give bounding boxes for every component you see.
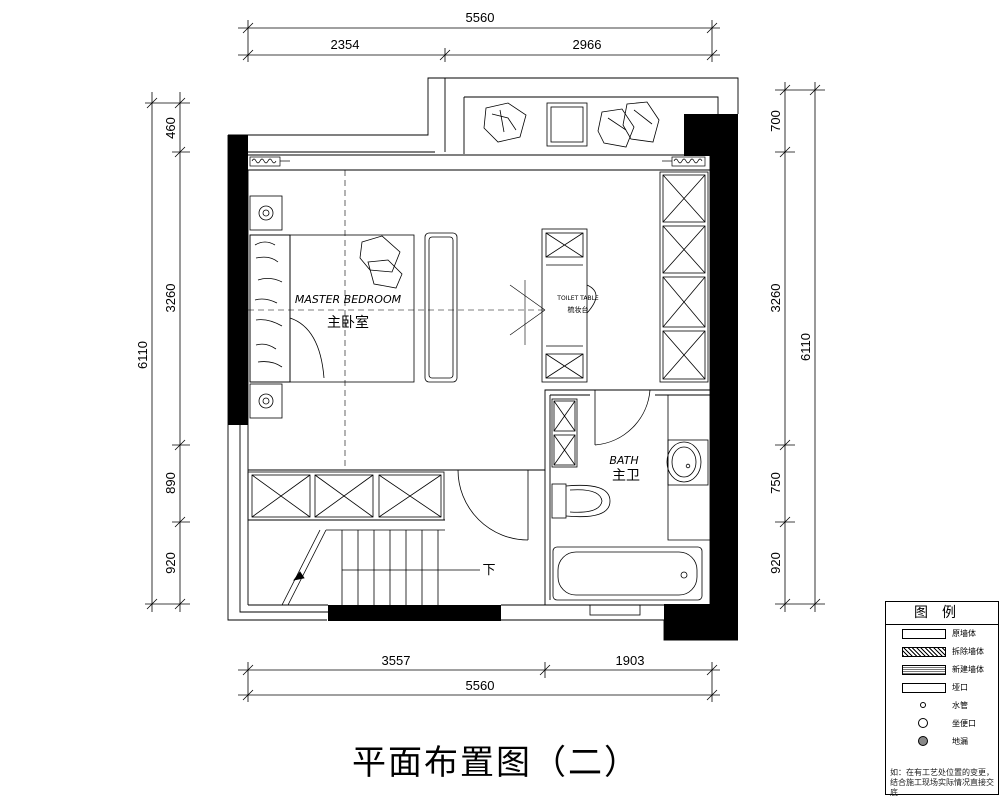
legend-item: 地漏 bbox=[886, 733, 998, 751]
dim-right-3260: 3260 bbox=[768, 284, 783, 313]
balcony-furniture bbox=[483, 101, 660, 148]
outer-wall-outline bbox=[227, 77, 739, 641]
bathroom-fixtures bbox=[551, 395, 710, 616]
dim-top-left: 2354 bbox=[331, 37, 360, 52]
dim-right-700: 700 bbox=[768, 110, 783, 132]
legend-item: 新建墙体 bbox=[886, 661, 998, 679]
toilet-table-label-cn: 梳妆台 bbox=[568, 305, 589, 314]
dim-left-890: 890 bbox=[163, 472, 178, 494]
dresser-and-wardrobes bbox=[247, 171, 709, 521]
legend-item-label: 地漏 bbox=[952, 737, 968, 746]
bath-label-cn: 主卫 bbox=[612, 468, 640, 484]
top-dimension-chain bbox=[238, 20, 720, 62]
hatched-wall-swatch bbox=[902, 647, 946, 657]
bath-label-en: BATH bbox=[609, 454, 638, 467]
bottom-dimension-chain bbox=[238, 662, 720, 702]
legend-item: 水管 bbox=[886, 697, 998, 715]
staircase bbox=[281, 529, 480, 606]
legend-heading: 图例 bbox=[886, 602, 998, 625]
doors bbox=[457, 389, 651, 541]
legend-item: 垭口 bbox=[886, 679, 998, 697]
dim-right-920: 920 bbox=[768, 552, 783, 574]
drawing-title: 平面布置图（二） bbox=[352, 743, 640, 783]
toilet-table-label-en: TOILET TABLE bbox=[556, 295, 599, 302]
legend-item: 原墙体 bbox=[886, 625, 998, 643]
legend-item-label: 坐便口 bbox=[952, 719, 976, 728]
ceiling-light-cross bbox=[509, 280, 546, 345]
bedroom-furniture bbox=[249, 195, 458, 419]
bedroom-label-en: MASTER BEDROOM bbox=[295, 293, 402, 306]
original-walls-solid bbox=[228, 114, 738, 640]
legend-item-label: 原墙体 bbox=[952, 629, 976, 638]
dim-bottom-left: 3557 bbox=[382, 653, 411, 668]
circle-icon bbox=[918, 718, 928, 728]
dim-bottom-right: 1903 bbox=[616, 653, 645, 668]
bedroom-label-cn: 主卧室 bbox=[327, 314, 369, 331]
legend-item-label: 拆除墙体 bbox=[952, 647, 984, 656]
legend-item-label: 垭口 bbox=[952, 683, 968, 692]
stair-down-label: 下 bbox=[482, 563, 495, 578]
right-dimension-chain bbox=[775, 82, 825, 612]
legend-item-label: 新建墙体 bbox=[952, 665, 984, 674]
dim-right-6110: 6110 bbox=[798, 333, 813, 361]
legend-note: 如：在有工艺处位置的变更，结合施工现场实际情况直接交底 bbox=[890, 768, 994, 797]
legend-item: 坐便口 bbox=[886, 715, 998, 733]
dim-right-750: 750 bbox=[768, 472, 783, 494]
dim-left-6110: 6110 bbox=[135, 341, 150, 369]
dim-left-3260: 3260 bbox=[163, 284, 178, 313]
solid-wall-swatch bbox=[902, 629, 946, 639]
legend-item-label: 水管 bbox=[952, 701, 968, 710]
dim-left-460: 460 bbox=[163, 117, 178, 139]
partition-walls bbox=[248, 389, 710, 605]
legend-panel: 图例 原墙体 拆除墙体 新建墙体 垭口 水管 坐便口 地漏 如：在有工艺处位置的… bbox=[885, 601, 999, 797]
axis-lines bbox=[248, 170, 545, 470]
opening-swatch bbox=[902, 683, 946, 693]
dim-left-920: 920 bbox=[163, 552, 178, 574]
dim-top-right: 2966 bbox=[573, 37, 602, 52]
dotted-wall-swatch bbox=[902, 665, 946, 675]
legend-item: 拆除墙体 bbox=[886, 643, 998, 661]
dim-bottom-total: 5560 bbox=[466, 678, 495, 693]
window-curtains bbox=[249, 156, 706, 167]
small-circle-icon bbox=[920, 702, 926, 708]
left-dimension-chain bbox=[145, 92, 190, 612]
drain-circle-icon bbox=[918, 736, 928, 746]
dim-top-total: 5560 bbox=[466, 10, 495, 25]
